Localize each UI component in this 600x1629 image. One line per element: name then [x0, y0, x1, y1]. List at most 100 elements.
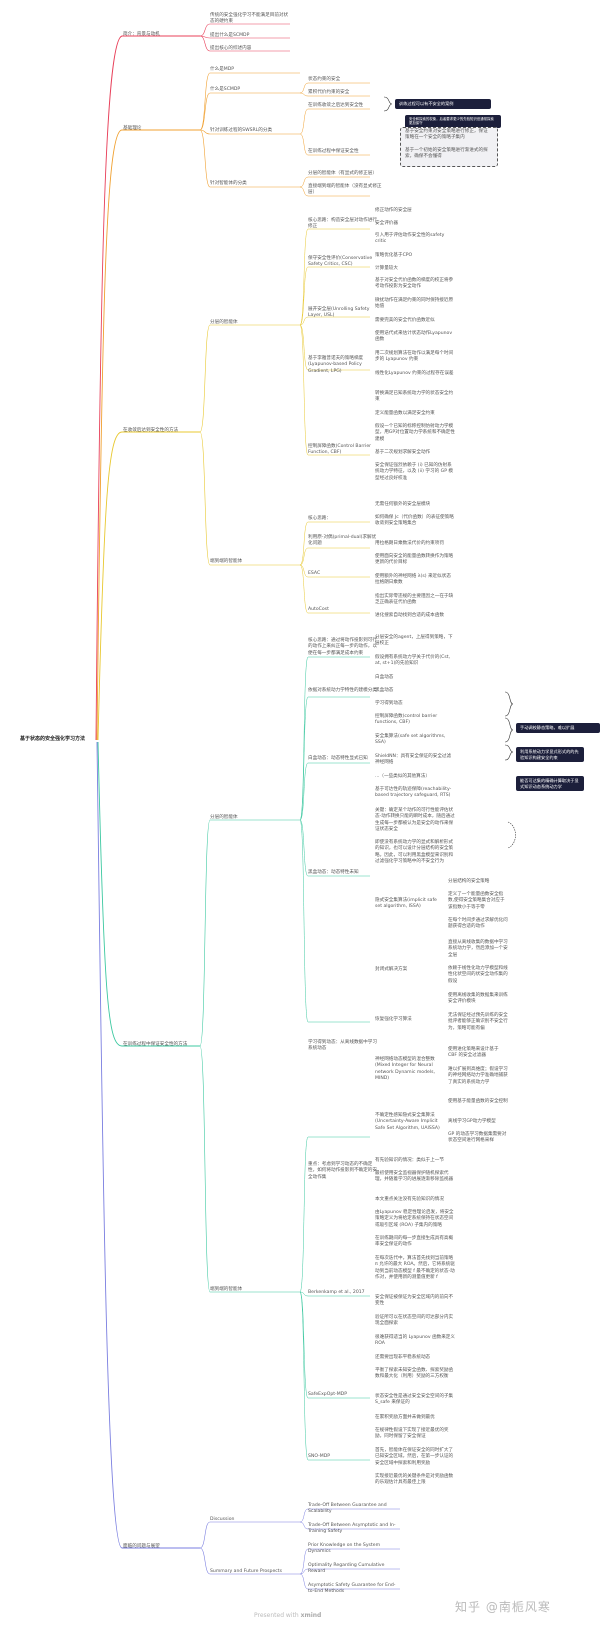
branch-during-training[interactable]: 在训练过程中保证安全性的方法 [123, 1042, 188, 1047]
during-issa[interactable]: 隐式安全集算法(implicit safe set algorithm, ISS… [375, 898, 437, 910]
learned-uaissa[interactable]: 不确定性感知隐式安全集算法(Uncertainty-Aware Implicit… [375, 1113, 440, 1131]
leaf[interactable]: 控制屏障函数(control barrier functions, CBF) [375, 714, 438, 726]
leaf[interactable]: Asymptotic Safety Guarantee for End-to-E… [308, 1583, 396, 1595]
leaf[interactable]: 基于对安全代价函数的梯度的校正将参考动作投影为安全动作 [375, 278, 454, 290]
leaf[interactable]: 定义能量函数以满足安全约束 [375, 411, 435, 416]
leaf[interactable]: ShieldNN：具有安全保证的安全过滤神经网络 [375, 754, 452, 766]
leaf[interactable]: 本文重点关注没有先验知识的情况 [375, 1197, 444, 1202]
after-e2e[interactable]: 端到端的智能体 [210, 559, 243, 564]
leaf[interactable]: 微扰动作在满足约束的同时保持接近原始值 [375, 298, 454, 310]
leaf[interactable]: 修正动作的安全层 [375, 208, 412, 213]
leaf[interactable]: 分层安全的agent，上层得到策略，下层校正 [375, 635, 453, 647]
leaf[interactable]: 安全评价器 [375, 221, 398, 226]
leaf[interactable]: 假设拥有系统动力学关于代价的(Cst, at, st+1)的先验知识 [375, 655, 450, 667]
basics-scmdp[interactable]: 什么是SCMDP [210, 87, 241, 92]
e2e-group-primal-dual[interactable]: 利用原-对偶(primal-dual)求解优化问题 [308, 535, 377, 547]
e2e-berkenkamp[interactable]: Berkenkamp et al., 2017 [308, 1290, 365, 1295]
leaf[interactable]: 转换满足已知系统动力学的状态安全约束 [375, 391, 454, 403]
leaf[interactable]: 使用面向安全的能量函数转换作为策略更新的代价目标 [375, 554, 454, 566]
after-group-cbf[interactable]: 控制屏障函数(Control Barrier Function, CBF) [308, 444, 372, 456]
leaf[interactable]: 引入用于评估动作安全性的safety critic [375, 233, 445, 245]
leaf[interactable]: 安全保证强烈依赖于 (i) 已知的仿射系统动力学特征，以及 (ii) 学习的 G… [375, 463, 454, 481]
leaf[interactable]: Prior Knowledge on the System Dynamics [308, 1543, 381, 1555]
during-modeling[interactable]: 依据对系统动力学特性的建模分类 [308, 688, 377, 693]
swsrl-during[interactable]: 在训练过程中保证安全性 [308, 149, 359, 154]
leaf[interactable]: 使用基于能量函数的安全控制 [448, 1099, 508, 1104]
leaf[interactable]: 离线学习GP动力学模型 [448, 1119, 496, 1124]
during-blackbox[interactable]: 黑盒动态：动态特性未知 [308, 870, 359, 875]
summary-item-1[interactable]: 基于安全约束对安全策略进行修正，保证策略在一个安全的策略子集内 [405, 129, 488, 141]
leaf[interactable]: 需要完美的安全代价函数近似 [375, 318, 435, 323]
leaf[interactable]: 分层结构的安全策略 [448, 879, 490, 884]
leaf[interactable]: 使用进化策略来设计基于 CBF 的安全过滤器 [448, 1047, 499, 1059]
leaf[interactable]: 白盒动态 [375, 675, 394, 680]
leaf[interactable]: 策略优化基于CPO [375, 253, 413, 258]
leaf[interactable]: 使用离线收集的数据集来训练安全评价模块 [448, 993, 508, 1005]
after-group-usl[interactable]: 展开安全层(Unrolling Safety Layer, USL) [308, 307, 370, 319]
leaf[interactable]: 指出实际零违规的主要阻因之一在于缺乏正确表征代价函数 [375, 594, 454, 606]
after-group-core[interactable]: 核心思路：构造安全层对动作进行修正 [308, 218, 377, 230]
leaf[interactable]: 使用额外的神经网络 λ(s) 来近似状态拉格朗日乘数 [375, 574, 451, 586]
leaf[interactable]: 很难获得适当的 Lyapunov 函数来定义 ROA [375, 1335, 455, 1347]
agent-class-2[interactable]: 直接端到端的智能体（没有显式修正层） [308, 184, 382, 196]
e2e-group-core[interactable]: 核心思路： [308, 516, 331, 521]
summary-item-2[interactable]: 基于一个初始的安全策略进行渐进式的探索，确保不会懂得 [405, 148, 488, 160]
leaf[interactable]: 即使没有系统动力学的显式和解析形式的知识，也可以设计分层结构的安全策略。因此，可… [375, 840, 454, 865]
leaf[interactable]: 无法保证经过预先训练的安全批评者能够正确识别不安全行为，策略可能有偏 [448, 1013, 508, 1031]
leaf[interactable]: 基于可达性的轨迹保障(reachability-based trajectory… [375, 787, 452, 799]
leaf[interactable]: 验证所可以在状态空间的可达部分内实现全面探索 [375, 1315, 454, 1327]
leaf[interactable]: 用二次规划算法在动作以满足每个时间步的 Lyapunov 约束 [375, 351, 454, 363]
basics-swsrl[interactable]: 针对训练过程的SWSRL的分类 [210, 128, 273, 133]
leaf[interactable]: 进化搜索自动找到合适的成本函数 [375, 613, 444, 618]
challenges-summary[interactable]: Summary and Future Prospects [210, 1569, 282, 1574]
leaf[interactable]: Optimality Regarding Cumulative Reward [308, 1563, 385, 1575]
leaf[interactable]: 依赖于线性化动力学模型和线性化状空间的状安全动作集的假设 [448, 966, 508, 984]
leaf[interactable]: 还需要出现非平稳系统动态 [375, 1355, 431, 1360]
leaf[interactable]: 难以扩展到高维度；假设学习的神经网络动力学准确地捕获了真实的系统动力学 [448, 1067, 508, 1085]
branch-basics[interactable]: 基础理论 [123, 126, 142, 131]
leaf[interactable]: 假设一个已知的标称控制仿射动力学模型，用GP对位置动力学系统和不确定性建模 [375, 424, 455, 442]
e2e-safeexpopt[interactable]: SafeExpOpt-MDP [308, 1392, 347, 1397]
during-e2e[interactable]: 端到端的智能体 [210, 1287, 243, 1292]
leaf[interactable]: 线性化Lyapunov 约束的过程存在误差 [375, 371, 454, 376]
leaf[interactable]: 直接从离线收集的数据中学习系统动力学，然后添加一个安全层 [448, 940, 508, 958]
after-group-csc[interactable]: 保守安全性评价(Conservative Safety Critics, CSC… [308, 256, 373, 268]
leaf[interactable]: Trade-Off Between Guarantee and Scalabil… [308, 1503, 387, 1515]
leaf[interactable]: 如何确保 Jc（代价函数）的表征使策略收敛到安全策略集合 [375, 515, 454, 527]
leaf[interactable]: Trade-Off Between Asymptotic and In-Trai… [308, 1523, 396, 1535]
leaf[interactable]: 平衡了探索未知安全函数、探索奖励函数和最大化（利用）奖励的三方权衡 [375, 1368, 454, 1380]
basics-mdp[interactable]: 什么是MDP [210, 67, 235, 72]
leaf[interactable]: GP 的动态学习数据集需要对状态空间进行网格采样 [448, 1132, 507, 1144]
branch-challenges[interactable]: 面临的问题与展望 [123, 1544, 160, 1549]
agent-class-1[interactable]: 分层的智能体（有显式的修正层） [308, 171, 377, 176]
intro-item-3[interactable]: 提出核心的综述内容 [210, 46, 252, 51]
leaf[interactable]: 实现接近最优的关键条件是对奖励函数的乐观估计具有最佳上限 [375, 1474, 454, 1486]
leaf[interactable]: ...（一些类似的其他算法） [375, 774, 430, 779]
e2e-sno-mdp[interactable]: SNO-MDP [308, 1454, 331, 1459]
leaf[interactable]: 关键：确定某个动作的可行性能评估状态-动作转换只能的瞬时成本，随后通过生成每一步… [375, 808, 455, 833]
leaf[interactable]: 安全保证被保证为安全区域内的前向不变性 [375, 1295, 454, 1307]
e2e-group-autocost[interactable]: AutoCost [308, 607, 329, 612]
branch-after-convergence[interactable]: 在收敛后达到安全性的方法 [123, 428, 179, 433]
leaf[interactable]: 在规律性假设下实现了接近最优的奖励，同时保留了安全保证 [375, 1428, 449, 1440]
learned-mind[interactable]: 神经网络动态模型的混合整数(Mixed Integer for Neural n… [375, 1057, 435, 1082]
basics-agent-class[interactable]: 针对智能体的分类 [210, 181, 247, 186]
root-topic[interactable]: 基于状态的安全强化学习方法 [20, 736, 86, 742]
learned-closed-form[interactable]: 封闭式解决方案 [375, 967, 408, 972]
leaf[interactable]: 安全集算法(safe set algorithms, SSA) [375, 734, 446, 746]
leaf[interactable]: 最初使用安全监视器保护随机探索代理，并随着学习的进展逐渐移除监视器 [375, 1171, 454, 1183]
leaf[interactable]: 在每个时间步通过求解优化问题获得合适的动作 [448, 918, 508, 930]
scmdp-child-2[interactable]: 累积代价约束的安全 [308, 90, 350, 95]
e2e-group-esac[interactable]: ESAC [308, 571, 321, 576]
after-group-lpg[interactable]: 基于李雅普诺夫的策略梯度(Lyapunov-based Policy Gradi… [308, 356, 364, 374]
intro-item-2[interactable]: 提出什么是SCMDP [210, 33, 250, 38]
challenges-discussion[interactable]: Discussion [210, 1517, 235, 1522]
leaf[interactable]: 使用迭代式来估计状态动作Lyapunov 函数 [375, 331, 453, 343]
after-layered[interactable]: 分层的智能体 [210, 320, 238, 325]
leaf[interactable]: 黑盒动态 [375, 688, 394, 693]
swsrl-after[interactable]: 在训练收敛之后达到安全性 [308, 103, 364, 108]
during-learned[interactable]: 学习得到动态：从离线数据中学习系统动态 [308, 1040, 377, 1052]
leaf[interactable]: 无需任何额外的安全层模块 [375, 502, 431, 507]
leaf[interactable]: 基于二次规划求解安全动作 [375, 450, 431, 455]
during-layered[interactable]: 分层的智能体 [210, 815, 238, 820]
